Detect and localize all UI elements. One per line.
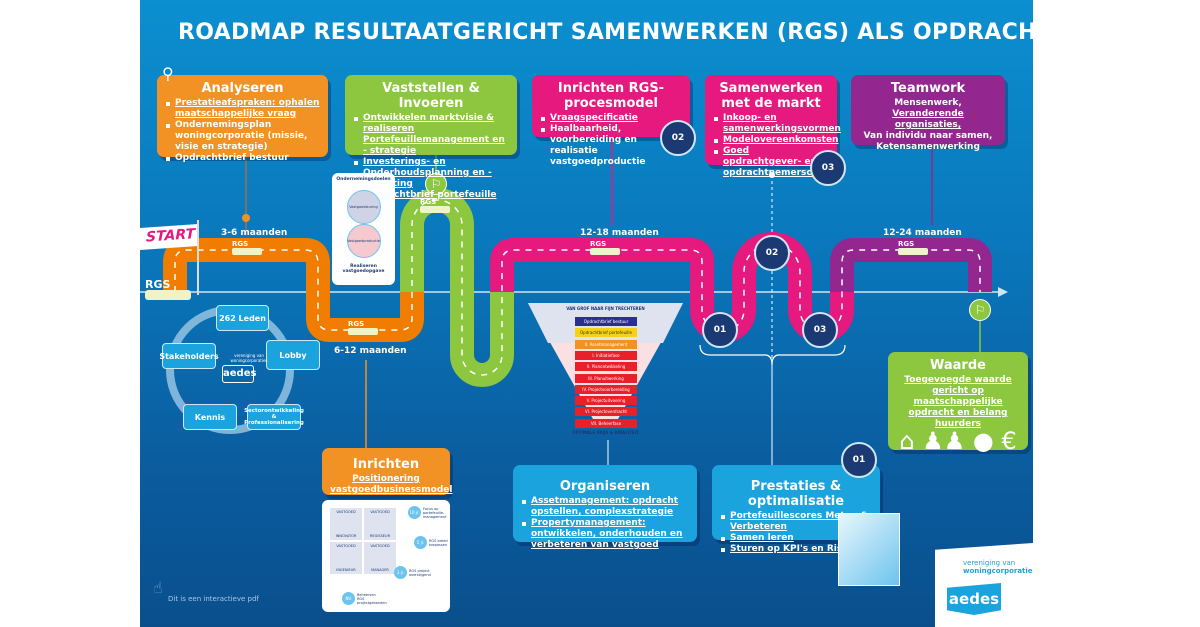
road-badge[interactable]: 01 — [702, 312, 738, 348]
phase-inrichten[interactable]: Inrichten Positionering vastgoedbusiness… — [322, 448, 452, 495]
cycle-item[interactable]: Stakeholders — [159, 343, 219, 369]
model-step: 3 jr.RGS project overstijgend — [394, 566, 431, 579]
cycle-item[interactable]: Lobby — [266, 340, 320, 370]
road-purple — [830, 238, 992, 292]
aedes-logo: aedes — [222, 365, 256, 383]
phase-organiseren[interactable]: Organiseren Assetmanagement: opdracht op… — [513, 465, 697, 550]
car-icon: RGS — [145, 278, 191, 302]
phase-waarde[interactable]: Waarde Toegevoegde waarde gericht op maa… — [888, 352, 1028, 455]
timeline-label: 12-18 maanden — [580, 228, 659, 238]
touch-icon: ☝ — [153, 578, 163, 597]
road-green — [400, 188, 514, 387]
timeline-label: 3-6 maanden — [221, 228, 288, 238]
phase-analyseren[interactable]: Analyseren Prestatieafspraken: ophalen m… — [157, 75, 328, 163]
car-icon: RGS — [590, 240, 620, 255]
model-step: 5 jr.RGS breed toepassen — [414, 536, 451, 549]
car-icon: RGS — [420, 198, 450, 213]
cycle-item[interactable]: Sectorontwikkeling & Professionalisering — [244, 404, 304, 430]
publication-cover[interactable] — [838, 513, 900, 586]
flag-icon: ⚐ — [969, 299, 991, 321]
road-badge[interactable]: 02 — [754, 235, 790, 271]
funnel-row: Opdrachtbrief bestuur — [575, 317, 637, 326]
phase-badge[interactable]: 03 — [810, 150, 846, 186]
funnel-row: III. Planuitwerking — [575, 373, 637, 383]
phase-samenwerken[interactable]: Samenwerken met de markt Inkoop- en same… — [705, 75, 841, 178]
timeline-label: 6-12 maanden — [334, 346, 407, 356]
phase-teamwork[interactable]: Teamwork Mensenwerk,Veranderende organis… — [851, 75, 1005, 152]
funnel-row: V. Projectuitvoering — [575, 396, 637, 406]
funnel-row: VI. Projectoverdracht — [575, 407, 637, 417]
funnel-row: VII. Beheerfase — [575, 418, 637, 428]
flag-icon: ⚐ — [425, 173, 447, 195]
aedes-brand-logo: vereniging van woningcorporaties aedes — [935, 543, 1033, 627]
funnel-diagram: VAN GROF NAAR FIJN TRECHTEREN Opdrachtbr… — [528, 303, 683, 440]
timeline-label: 12-24 maanden — [883, 228, 962, 238]
start-flag: START — [140, 223, 198, 251]
car-icon: RGS — [232, 240, 262, 255]
cycle-item[interactable]: 262 Leden — [216, 305, 269, 331]
phase-vaststellen[interactable]: Vaststellen & Invoeren Ontwikkelen markt… — [345, 75, 517, 200]
axis-arrow-icon — [998, 287, 1008, 297]
funnel-row: II. Planontwikkeling — [575, 362, 637, 372]
page-title: ROADMAP RESULTAATGERICHT SAMENWERKEN (RG… — [178, 20, 1136, 45]
funnel-row: II. Assetmanagement — [575, 339, 637, 349]
cycle-item[interactable]: Kennis — [183, 404, 237, 430]
funnel-row: Opdrachtbrief portefeuille — [575, 328, 637, 338]
location-pin-icon: ⚲ — [162, 64, 174, 83]
funnel-row: I. Initiatiefase — [575, 350, 637, 360]
car-icon: RGS — [898, 240, 928, 255]
goals-card: Ondernemingsdoelen Vastgoedsturing Vastg… — [332, 173, 395, 285]
model-step: 10 jr.Focus op portefeuille-management — [408, 506, 447, 519]
phase-badge[interactable]: 01 — [841, 442, 877, 478]
cycle-center-caption: vereniging van woningcorporaties — [230, 353, 268, 363]
funnel-row: IV. Projectvoorbereiding — [575, 384, 637, 394]
phase-badge[interactable]: 02 — [660, 120, 696, 156]
value-icons: ⌂ ♟♟ ● € — [899, 427, 1017, 455]
car-icon: RGS — [348, 320, 378, 335]
interactive-note: Dit is een interactieve pdf — [168, 595, 259, 603]
road-badge[interactable]: 03 — [802, 312, 838, 348]
